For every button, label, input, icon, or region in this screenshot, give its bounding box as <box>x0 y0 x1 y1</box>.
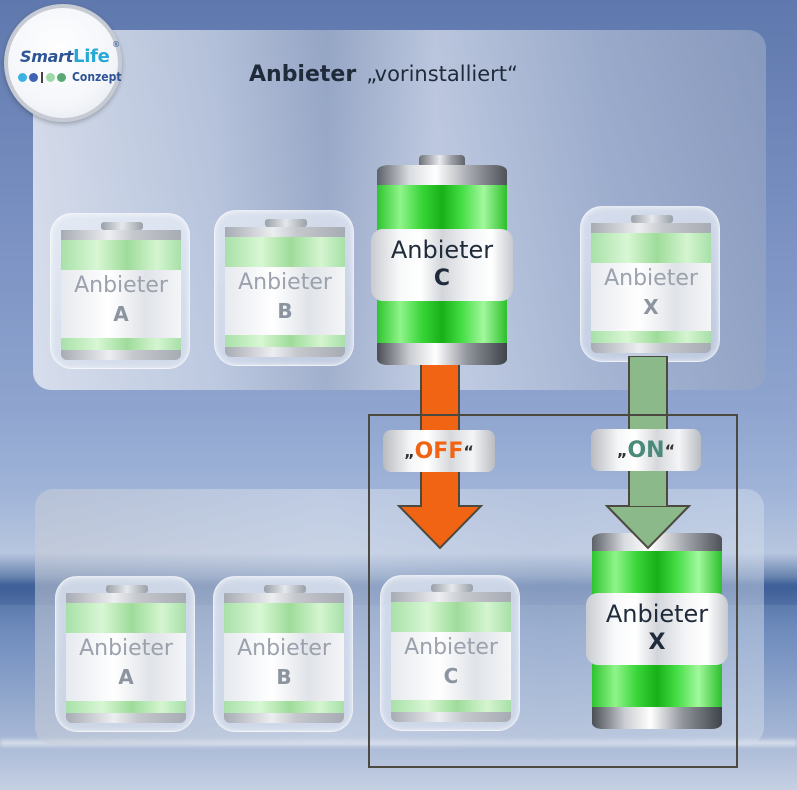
battery-rim <box>66 593 186 603</box>
provider-letter: A <box>118 665 134 689</box>
battery-label: Anbieter X <box>586 593 728 665</box>
logo-dot-icon <box>18 72 27 82</box>
battery-rim <box>224 713 344 723</box>
battery-rim <box>391 712 511 722</box>
battery-rim <box>391 592 511 602</box>
battery-provider-a-top: Anbieter A <box>50 213 190 369</box>
smartlife-logo: SmartLife ® Conzept <box>4 4 122 122</box>
provider-word: Anbieter <box>605 600 709 628</box>
battery-bottom-rim <box>592 707 722 729</box>
logo-dot-icon <box>57 72 66 82</box>
provider-word: Anbieter <box>404 635 498 660</box>
battery-charge-band <box>225 237 345 267</box>
on-close-quote: “ <box>664 440 676 460</box>
battery-provider-c-active: Anbieter C <box>371 155 513 365</box>
logo-subtitle-row: Conzept <box>18 70 122 84</box>
battery-charge-band <box>591 233 711 263</box>
provider-word: Anbieter <box>390 236 494 264</box>
battery-rim <box>591 343 711 353</box>
logo-dot-icon <box>29 72 38 82</box>
battery-label: Anbieter C <box>391 632 511 700</box>
provider-letter: X <box>643 295 659 319</box>
off-close-quote: “ <box>463 441 474 461</box>
battery-charge-band <box>61 240 181 270</box>
battery-cap <box>431 584 473 592</box>
battery-label: Anbieter A <box>66 633 186 701</box>
on-switch-label: „ON“ <box>591 429 701 471</box>
provider-word: Anbieter <box>237 636 331 661</box>
provider-letter: X <box>648 630 666 655</box>
logo-dot-icon <box>46 72 55 82</box>
battery-label: Anbieter A <box>61 270 181 338</box>
battery-provider-a-bottom: Anbieter A <box>55 576 195 732</box>
battery-rim <box>224 593 344 603</box>
off-switch-label: „OFF“ <box>383 430 495 472</box>
battery-provider-b-bottom: Anbieter B <box>213 576 353 732</box>
battery-cap <box>265 219 307 227</box>
provider-word: Anbieter <box>79 636 173 661</box>
battery-provider-b-top: Anbieter B <box>214 210 354 366</box>
provider-word: Anbieter <box>604 266 698 291</box>
battery-charge-band <box>224 603 344 633</box>
provider-letter: B <box>277 299 293 323</box>
battery-rim <box>61 350 181 360</box>
switch-highlight-frame <box>368 414 738 768</box>
battery-rim <box>591 223 711 233</box>
battery-charge-band <box>66 603 186 633</box>
battery-bottom-rim <box>377 343 507 365</box>
battery-provider-x-active: Anbieter X <box>586 533 728 729</box>
off-open-quote: „ <box>404 441 415 461</box>
on-text: ON <box>627 437 665 463</box>
registered-mark: ® <box>112 40 120 49</box>
battery-label: Anbieter X <box>591 263 711 331</box>
battery-cap <box>631 215 673 223</box>
battery-label: Anbieter B <box>224 633 344 701</box>
battery-provider-x-top: Anbieter X <box>580 206 720 362</box>
logo-brand-smart: Smart <box>20 47 74 66</box>
provider-word: Anbieter <box>74 273 168 298</box>
provider-letter: C <box>443 664 459 688</box>
on-arrow-tip <box>605 506 691 550</box>
on-open-quote: „ <box>616 440 628 460</box>
battery-charge-band <box>391 602 511 632</box>
battery-rim <box>61 230 181 240</box>
battery-label: Anbieter C <box>371 229 513 301</box>
battery-cap <box>419 155 465 167</box>
battery-rim <box>225 347 345 357</box>
battery-cap <box>101 222 143 230</box>
logo-brand-life: Life <box>73 46 110 67</box>
logo-brand: SmartLife <box>20 46 110 67</box>
battery-cap <box>106 585 148 593</box>
provider-letter: C <box>433 266 451 291</box>
logo-divider <box>41 71 43 83</box>
battery-rim <box>66 713 186 723</box>
title-subtitle: „vorinstalliert“ <box>366 62 518 86</box>
off-text: OFF <box>414 438 464 464</box>
provider-letter: A <box>113 302 129 326</box>
title-bold: Anbieter <box>249 62 357 87</box>
provider-letter: B <box>276 665 292 689</box>
battery-rim <box>225 227 345 237</box>
page-title: Anbieter „vorinstalliert“ <box>249 62 518 87</box>
battery-label: Anbieter B <box>225 267 345 335</box>
provider-word: Anbieter <box>238 270 332 295</box>
battery-provider-c-bottom: Anbieter C <box>380 575 520 731</box>
battery-cap <box>264 585 306 593</box>
on-arrow-tip-shape <box>605 506 691 550</box>
logo-subtitle: Conzept <box>72 70 122 84</box>
